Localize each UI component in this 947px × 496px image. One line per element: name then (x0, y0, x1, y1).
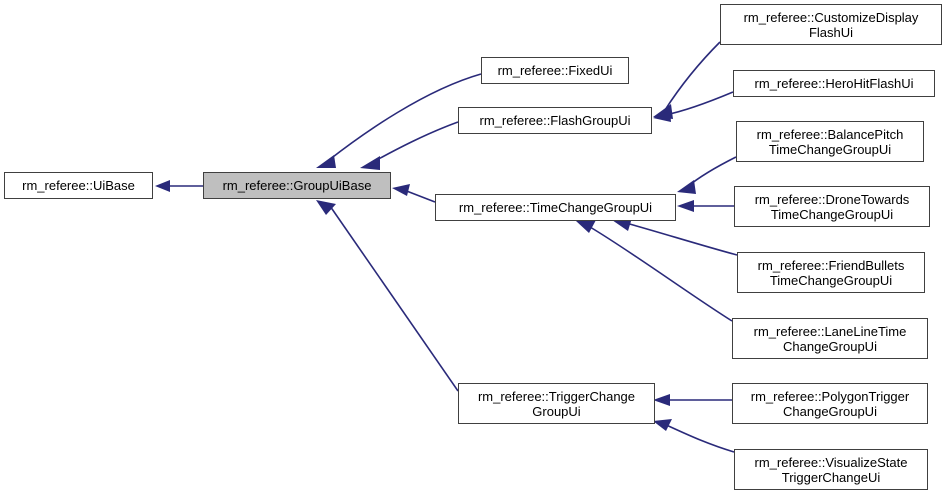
node-customizedisplayflashui[interactable]: rm_referee::CustomizeDisplay FlashUi (720, 4, 942, 45)
node-label: rm_referee::FriendBullets TimeChangeGrou… (757, 257, 905, 288)
arrowhead-flashgroupui-from-herohit (653, 110, 671, 122)
edge-arrowheads (155, 104, 696, 431)
node-label: rm_referee::BalancePitch TimeChangeGroup… (756, 126, 904, 157)
arrowhead-flashgroupui-from-customize (653, 104, 673, 119)
node-groupuibase[interactable]: rm_referee::GroupUiBase (203, 172, 391, 199)
arrowhead-groupuibase-from-fixedui (316, 155, 336, 168)
node-fixedui[interactable]: rm_referee::FixedUi (481, 57, 629, 84)
arrowhead-triggerchange-from-visualize (653, 419, 672, 431)
node-label: rm_referee::FlashGroupUi (479, 113, 631, 128)
node-label: rm_referee::HeroHitFlashUi (754, 76, 914, 91)
edge-flashgroupui-groupuibase (372, 121, 459, 163)
edge-customizedisplayflashui-flashgroupui (664, 41, 721, 111)
node-label: rm_referee::CustomizeDisplay FlashUi (743, 9, 919, 40)
arrowhead-timechange-from-balancepitch (677, 180, 696, 194)
node-visualizestatetriggerchangeui[interactable]: rm_referee::VisualizeState TriggerChange… (734, 449, 928, 490)
arrowhead-groupuibase-from-triggerchange (316, 200, 336, 215)
node-label: rm_referee::LaneLineTime ChangeGroupUi (753, 323, 907, 354)
arrowhead-timechange-from-lanelinetime (576, 220, 596, 233)
arrowhead-uibase (155, 180, 170, 192)
edge-timechangegroupui-groupuibase (403, 189, 436, 203)
node-label: rm_referee::TriggerChange GroupUi (477, 388, 636, 419)
node-triggerchangegroupui[interactable]: rm_referee::TriggerChange GroupUi (458, 383, 655, 424)
node-friendbulletstimechangegroupui[interactable]: rm_referee::FriendBullets TimeChangeGrou… (737, 252, 925, 293)
node-lanelinetimechangegroupui[interactable]: rm_referee::LaneLineTime ChangeGroupUi (732, 318, 928, 359)
node-uibase[interactable]: rm_referee::UiBase (4, 172, 153, 199)
edge-triggerchangegroupui-groupuibase (329, 205, 459, 392)
node-label: rm_referee::VisualizeState TriggerChange… (754, 454, 908, 485)
arrowhead-timechange-from-dronetowards (677, 200, 694, 212)
arrowhead-groupuibase-from-timechange (392, 184, 410, 196)
edge-visualizestate-triggerchangegroupui (663, 423, 735, 453)
edge-lanelinetime-timechangegroupui (589, 226, 733, 322)
edge-herohitflashui-flashgroupui (664, 91, 734, 116)
edge-friendbullets-timechangegroupui (625, 222, 738, 256)
node-herohitflashui[interactable]: rm_referee::HeroHitFlashUi (733, 70, 935, 97)
node-label: rm_referee::UiBase (22, 178, 135, 193)
node-label: rm_referee::DroneTowards TimeChangeGroup… (754, 191, 910, 222)
node-label: rm_referee::GroupUiBase (222, 178, 372, 193)
node-label: rm_referee::PolygonTrigger ChangeGroupUi (750, 388, 910, 419)
arrowhead-triggerchange-from-polygon (653, 394, 670, 406)
node-label: rm_referee::TimeChangeGroupUi (458, 200, 653, 215)
node-timechangegroupui[interactable]: rm_referee::TimeChangeGroupUi (435, 194, 676, 221)
arrowhead-groupuibase-from-flashgroupui (360, 156, 380, 170)
node-balancepitchtimechangegroupui[interactable]: rm_referee::BalancePitch TimeChangeGroup… (736, 121, 924, 162)
edge-balancepitch-timechangegroupui (686, 156, 737, 188)
node-polygontriggerchangegroupui[interactable]: rm_referee::PolygonTrigger ChangeGroupUi (732, 383, 928, 424)
node-dronetowardstimechangegroupui[interactable]: rm_referee::DroneTowards TimeChangeGroup… (734, 186, 930, 227)
node-flashgroupui[interactable]: rm_referee::FlashGroupUi (458, 107, 652, 134)
node-label: rm_referee::FixedUi (497, 63, 613, 78)
